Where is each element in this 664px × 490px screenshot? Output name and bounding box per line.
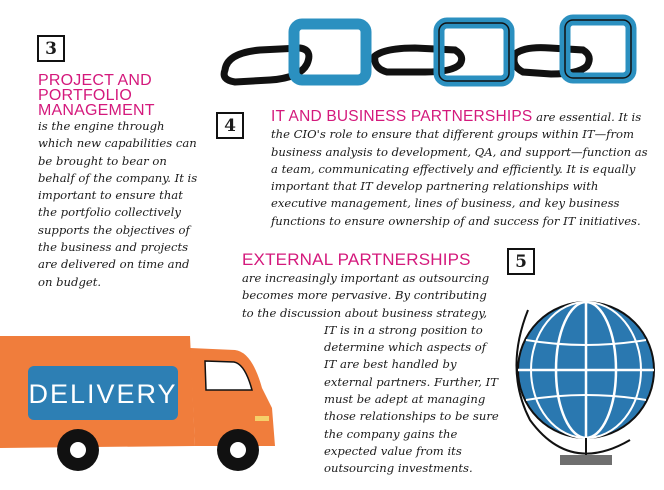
section-3-heading-line-3: MANAGEMENT bbox=[38, 102, 155, 119]
delivery-truck-illustration: DELIVERY bbox=[0, 336, 275, 471]
section-5-body-line-3: to the discussion about business strateg… bbox=[242, 305, 488, 320]
section-5-body-indented: IT is in a strong position to determine … bbox=[324, 322, 499, 476]
section-5: EXTERNAL PARTNERSHIPS are increasingly i… bbox=[242, 250, 512, 478]
section-5-body-line-1: are increasingly important as outsourcin… bbox=[242, 271, 490, 285]
section-3: PROJECT AND PORTFOLIO MANAGEMENT is the … bbox=[38, 73, 198, 291]
section-5-heading: EXTERNAL PARTNERSHIPS bbox=[242, 250, 471, 269]
section-3-heading-line-1: PROJECT AND bbox=[38, 72, 152, 89]
section-3-number-badge: 3 bbox=[37, 35, 65, 62]
section-4: IT AND BUSINESS PARTNERSHIPS are essenti… bbox=[271, 108, 656, 230]
section-4-number-badge: 4 bbox=[216, 112, 244, 139]
chain-link-illustration bbox=[220, 14, 637, 87]
section-3-body: is the engine through which new capabili… bbox=[38, 119, 198, 289]
truck-label: DELIVERY bbox=[28, 379, 177, 409]
section-3-heading-line-2: PORTFOLIO bbox=[38, 87, 132, 104]
globe-illustration bbox=[515, 300, 655, 465]
section-5-number-badge: 5 bbox=[507, 248, 535, 275]
section-5-body-line-2: becomes more pervasive. By contributing bbox=[242, 288, 487, 303]
section-4-heading: IT AND BUSINESS PARTNERSHIPS bbox=[271, 108, 533, 125]
section-4-body: are essential. It is the CIO's role to e… bbox=[271, 110, 648, 228]
